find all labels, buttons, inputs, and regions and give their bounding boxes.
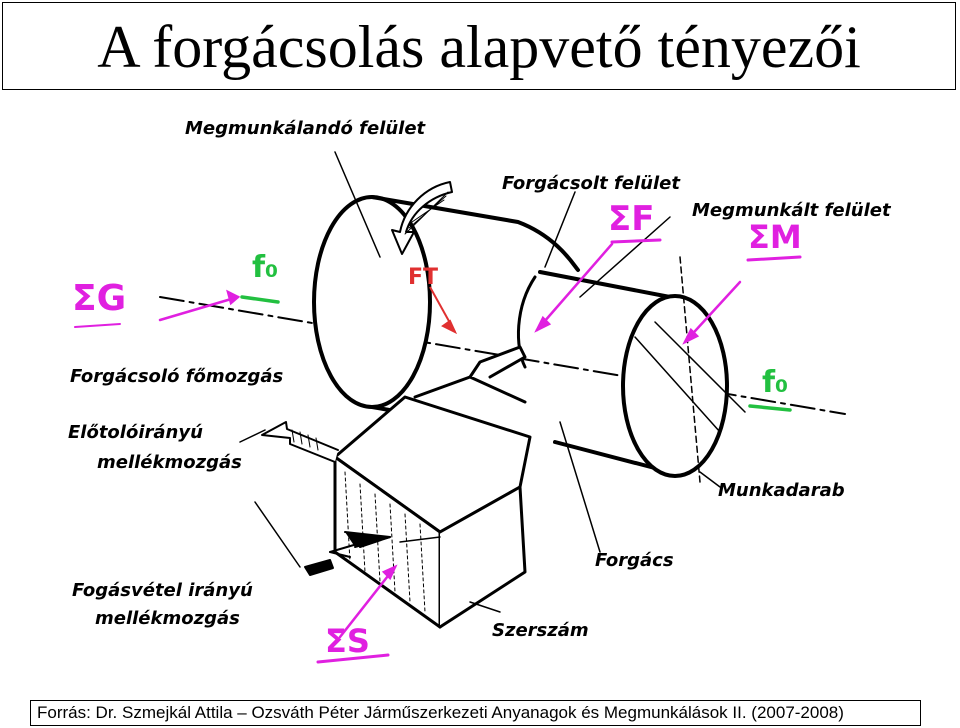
symbol-ft: FT: [408, 265, 438, 290]
green-mark-left: [240, 295, 280, 304]
symbol-f0-right: f₀: [762, 365, 788, 400]
sum-f-arrow: [535, 242, 614, 332]
label-cut-surface: Forgácsolt felület: [502, 173, 681, 194]
label-feed-motion-1: Előtolóirányú: [68, 422, 203, 443]
label-depth-motion-2: mellékmozgás: [95, 608, 240, 629]
symbol-sum-f: ΣF: [608, 199, 654, 239]
symbol-f0-left: f₀: [252, 250, 278, 285]
source-footer: Forrás: Dr. Szmejkál Attila – Ozsváth Pé…: [30, 700, 921, 726]
green-mark-right: [748, 404, 792, 412]
label-tool: Szerszám: [492, 620, 589, 641]
feed-arrow: [261, 421, 339, 463]
turning-diagram: Megmunkálandó felület Forgácsolt felület…: [68, 118, 892, 664]
label-workpiece: Munkadarab: [718, 480, 845, 501]
title-box: A forgácsolás alapvető tényezői: [2, 2, 956, 90]
label-chip: Forgács: [595, 550, 674, 571]
large-cylinder-body: [370, 195, 580, 272]
symbol-sum-m: ΣM: [748, 218, 802, 256]
label-feed-motion-2: mellékmozgás: [97, 452, 242, 473]
source-text: Forrás: Dr. Szmejkál Attila – Ozsváth Pé…: [37, 703, 844, 722]
symbol-sum-g: ΣG: [72, 278, 126, 319]
large-cylinder-end: [312, 195, 432, 409]
label-depth-motion-1: Fogásvétel irányú: [72, 580, 253, 601]
sum-s-arrow: [338, 565, 397, 639]
small-cylinder-end: [621, 294, 729, 478]
label-workpiece-surface: Megmunkálandó felület: [185, 118, 427, 139]
rotation-arrow: [391, 181, 453, 255]
sum-g-arrow: [158, 295, 240, 322]
small-cylinder-body: [538, 270, 672, 299]
symbol-sum-s: ΣS: [325, 622, 370, 660]
label-machined-surface: Megmunkált felület: [692, 200, 892, 221]
rotation-axis: [159, 296, 846, 415]
page-title: A forgácsolás alapvető tényezői: [97, 14, 861, 80]
label-main-motion: Forgácsoló főmozgás: [70, 366, 284, 387]
